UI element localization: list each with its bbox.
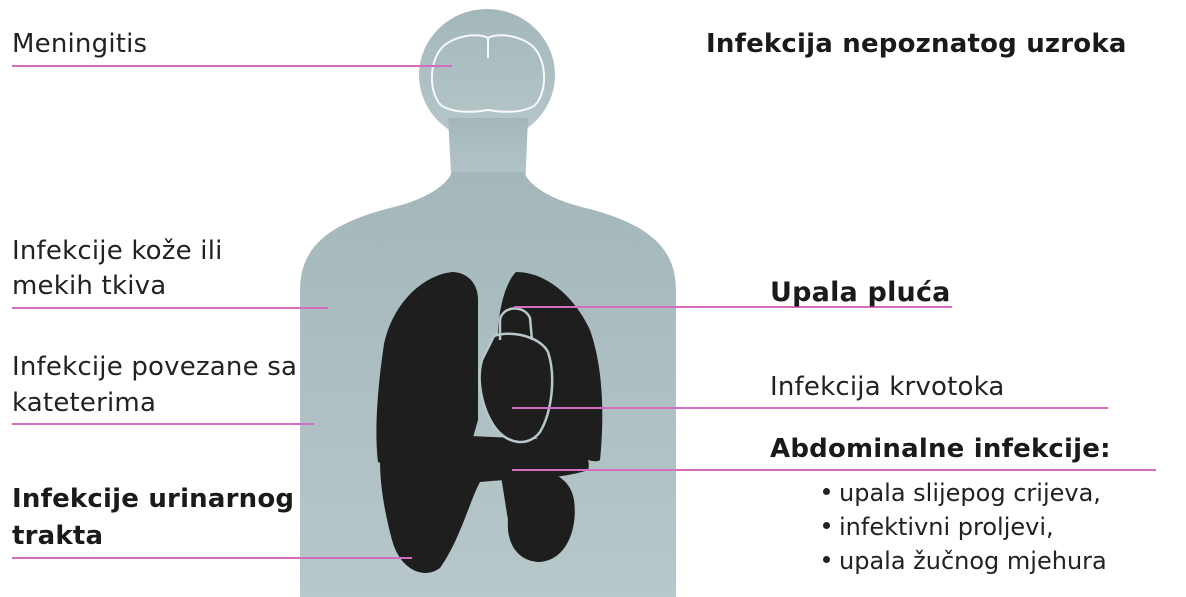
- label-urinary-line2: trakta: [12, 519, 103, 553]
- label-abdominal: Abdominalne infekcije:: [770, 432, 1111, 466]
- label-pneumonia: Upala pluća: [770, 276, 951, 310]
- list-item: upala žučnog mjehura: [823, 544, 1107, 578]
- label-unknown-origin: Infekcija nepoznatog uzroka: [706, 27, 1127, 61]
- list-item: infektivni proljevi,: [823, 510, 1107, 544]
- label-catheter-line2: kateterima: [12, 386, 156, 420]
- list-item: upala slijepog crijeva,: [823, 476, 1107, 510]
- label-meningitis: Meningitis: [12, 27, 147, 61]
- label-catheter-line1: Infekcije povezane sa: [12, 350, 297, 384]
- label-skin-line2: mekih tkiva: [12, 269, 166, 303]
- label-urinary-line1: Infekcije urinarnog: [12, 482, 294, 516]
- bullet-icon: [823, 522, 830, 529]
- abdominal-infection-list: upala slijepog crijeva, infektivni prolj…: [823, 476, 1107, 578]
- label-skin-line1: Infekcije kože ili: [12, 234, 223, 268]
- bullet-icon: [823, 488, 830, 495]
- bullet-icon: [823, 556, 830, 563]
- body-silhouette: [300, 9, 676, 597]
- label-bloodstream: Infekcija krvotoka: [770, 370, 1005, 404]
